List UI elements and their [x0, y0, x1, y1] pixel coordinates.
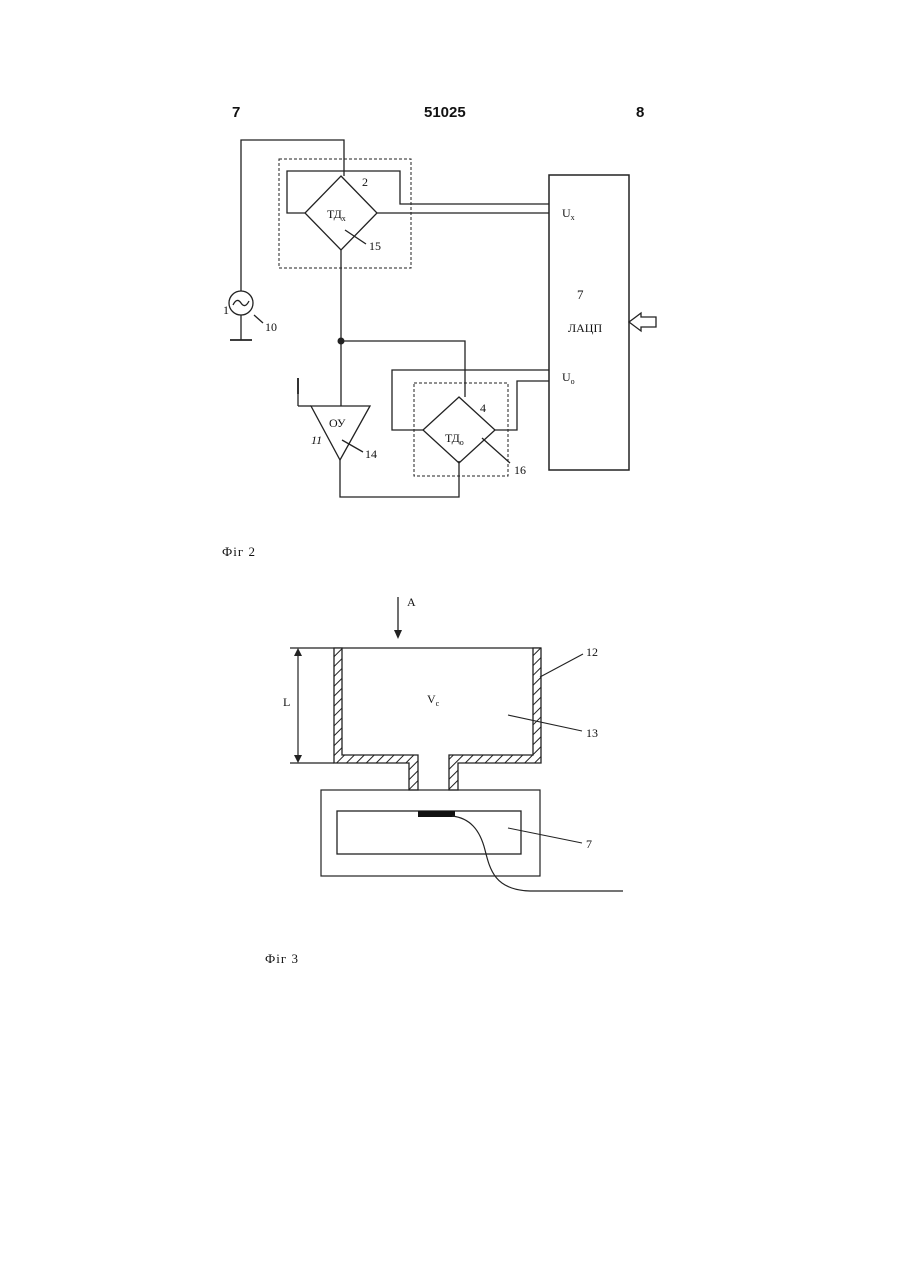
callout-12-leader: [540, 654, 583, 677]
callout-2: 2: [362, 175, 368, 189]
volume-label: Vc: [427, 692, 440, 708]
ux-label: Ux: [562, 206, 575, 222]
adc-label: ЛАЦП: [568, 321, 602, 335]
adc-number: 7: [577, 287, 584, 302]
sine-icon: [233, 300, 249, 305]
length-label: L: [283, 695, 290, 709]
uo-label: Uо: [562, 370, 575, 386]
tdo-label: ТДо: [445, 431, 464, 447]
callout-7-leader: [508, 828, 582, 843]
callout-10: 10: [265, 320, 277, 334]
input-arrow-icon: [629, 313, 656, 331]
arrow-a-icon: [394, 630, 402, 639]
callout-4: 4: [480, 401, 486, 415]
callout-14: 14: [365, 447, 377, 461]
callout-12: 12: [586, 645, 598, 659]
tdx-label: ТДx: [327, 207, 346, 223]
vessel-wall-left: [334, 648, 418, 790]
sensor-element: [337, 811, 521, 854]
callout-7: 7: [586, 837, 592, 851]
figure-3-diagram: [290, 597, 623, 891]
junction-dot: [338, 338, 345, 345]
callout-13: 13: [586, 726, 598, 740]
fig2-caption: Фіг 2: [222, 544, 256, 560]
sensor-membrane: [418, 811, 455, 817]
callout-13-leader: [508, 715, 582, 731]
arrow-a-label: A: [407, 595, 416, 609]
callout-15: 15: [369, 239, 381, 253]
fig3-caption: Фіг 3: [265, 951, 299, 967]
callout-16: 16: [514, 463, 526, 477]
callout-10-leader: [254, 315, 263, 323]
callout-1: 1: [223, 303, 229, 317]
opamp-label: ОУ: [329, 416, 346, 430]
callout-11: 11: [311, 433, 322, 447]
callout-16-leader: [482, 438, 510, 463]
sensor-housing: [321, 790, 540, 876]
